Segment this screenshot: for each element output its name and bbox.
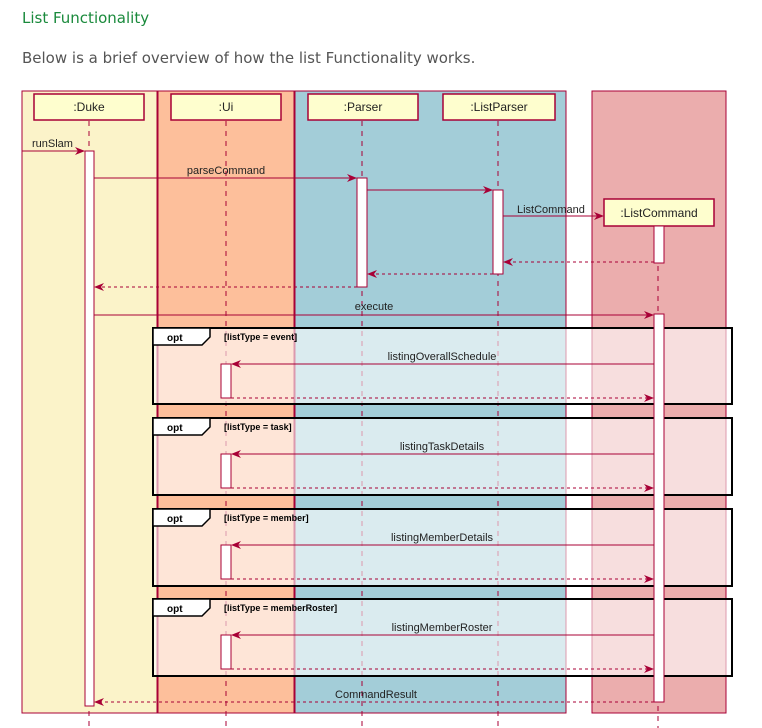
fragment-memberroster-message: listingMemberRoster bbox=[392, 622, 493, 634]
participant-parser-label: :Parser bbox=[344, 100, 383, 114]
ui-activation-event bbox=[220, 363, 232, 399]
fragment-event-operator: opt bbox=[167, 333, 183, 344]
ui-activation-memberroster bbox=[220, 634, 232, 670]
participant-listcommand bbox=[603, 198, 715, 227]
fragment-event-guard: [listType = event] bbox=[224, 332, 297, 342]
section-heading: List Functionality bbox=[22, 9, 150, 27]
listparser-activation bbox=[492, 189, 504, 275]
fragment-task bbox=[152, 417, 733, 496]
label-commandresult: CommandResult bbox=[335, 689, 417, 701]
listcommand-activation-1 bbox=[653, 225, 665, 264]
participant-ui bbox=[170, 93, 282, 121]
duke-activation bbox=[84, 150, 95, 707]
label-parsecommand: parseCommand bbox=[187, 165, 265, 177]
ui-activation-member bbox=[220, 544, 232, 580]
fragment-member-guard: [listType = member] bbox=[224, 513, 309, 523]
participant-listparser-label: :ListParser bbox=[470, 100, 527, 114]
ui-activation-task bbox=[220, 453, 232, 489]
participant-ui-label: :Ui bbox=[219, 100, 234, 114]
fragment-member-tab bbox=[152, 508, 211, 527]
fragment-member bbox=[152, 508, 733, 587]
fragment-member-message: listingMemberDetails bbox=[391, 532, 494, 544]
fragment-event-tab bbox=[152, 327, 211, 346]
parser-activation bbox=[356, 177, 368, 288]
participant-duke-label: :Duke bbox=[73, 100, 105, 114]
intro-text: Below is a brief overview of how the lis… bbox=[22, 49, 476, 67]
fragment-task-guard: [listType = task] bbox=[224, 422, 292, 432]
fragment-task-tab bbox=[152, 417, 211, 436]
participant-listparser bbox=[442, 93, 556, 121]
fragment-memberroster-tab bbox=[152, 598, 211, 617]
fragment-task-operator: opt bbox=[167, 423, 183, 434]
label-runslam: runSlam bbox=[32, 138, 73, 150]
fragment-memberroster bbox=[152, 598, 733, 677]
label-execute: execute bbox=[355, 301, 394, 313]
fragment-memberroster-guard: [listType = memberRoster] bbox=[224, 603, 337, 613]
fragment-memberroster-operator: opt bbox=[167, 604, 183, 615]
participant-parser bbox=[307, 93, 419, 121]
label-listcommand-create: ListCommand bbox=[517, 204, 585, 216]
fragment-task-message: listingTaskDetails bbox=[400, 441, 485, 453]
participant-duke bbox=[33, 93, 145, 121]
fragment-event-message: listingOverallSchedule bbox=[388, 351, 497, 363]
fragment-event bbox=[152, 327, 733, 405]
listcommand-activation-2 bbox=[653, 313, 665, 703]
participant-listcommand-label: :ListCommand bbox=[620, 206, 697, 220]
fragment-member-operator: opt bbox=[167, 514, 183, 525]
